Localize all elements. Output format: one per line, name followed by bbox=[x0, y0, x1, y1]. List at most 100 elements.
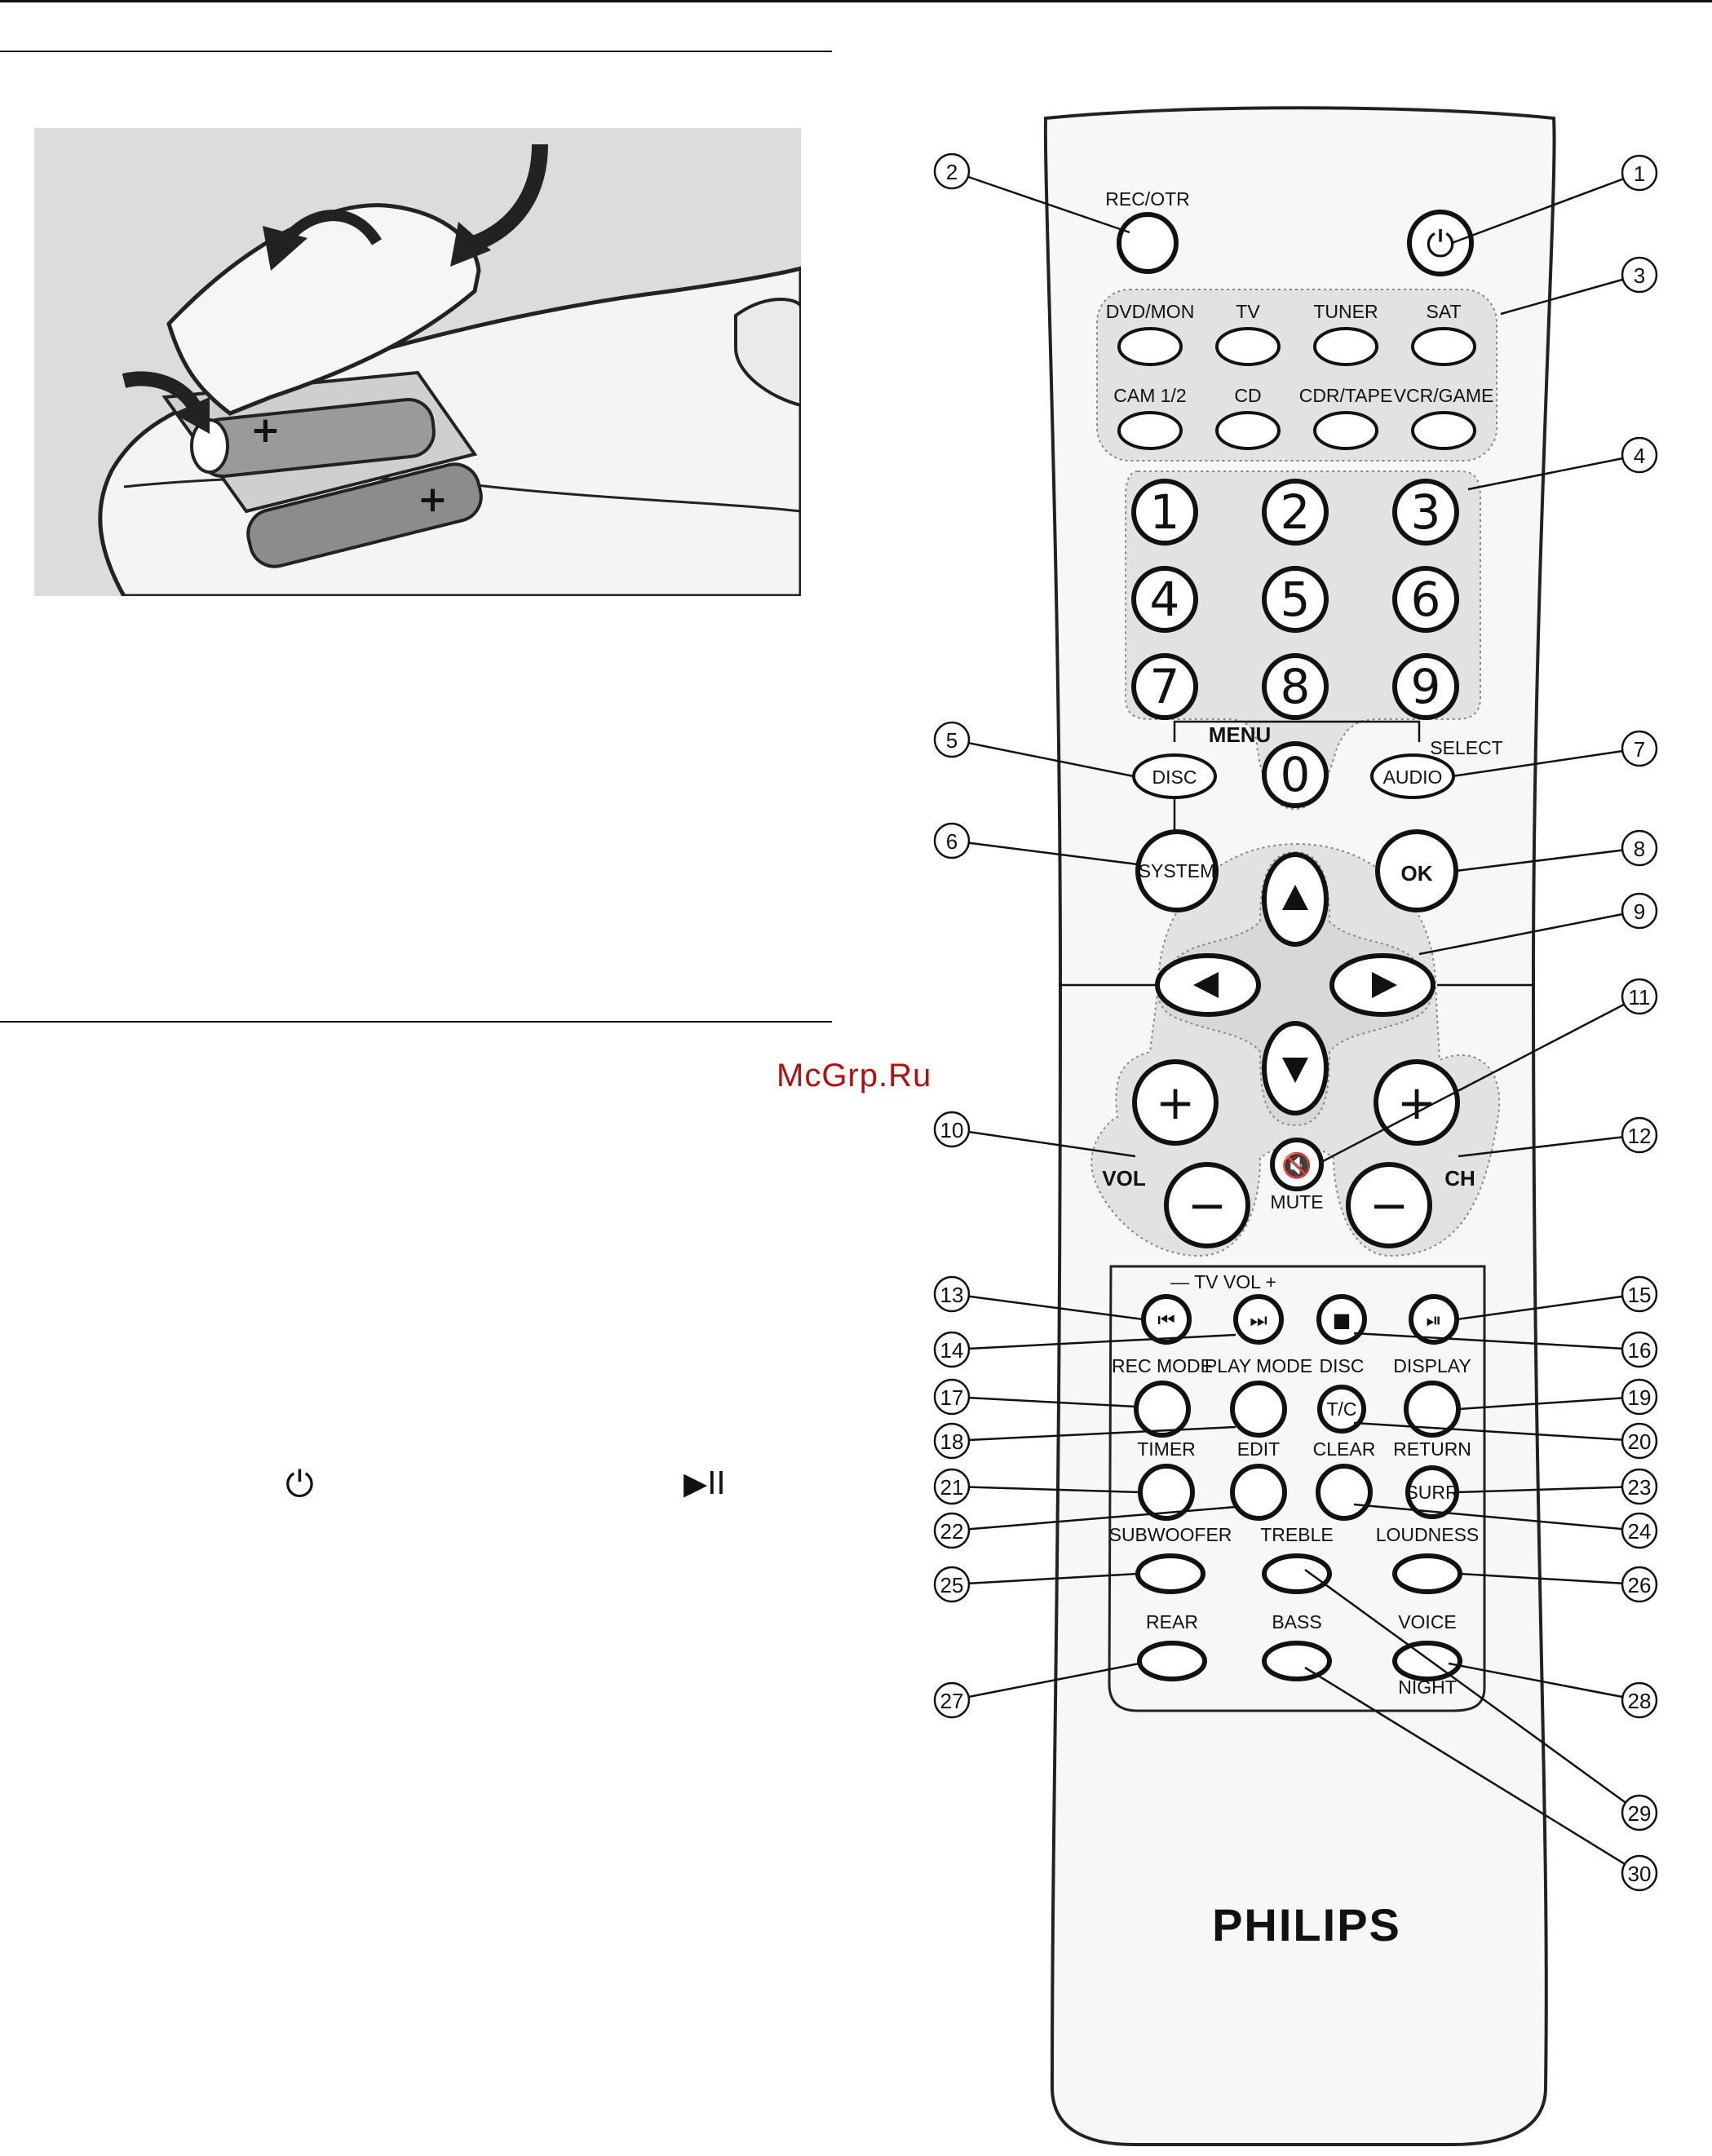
battery-illustration: + + bbox=[34, 128, 801, 596]
source-button-tuner[interactable] bbox=[1313, 327, 1378, 366]
subwoofer-button[interactable] bbox=[1135, 1553, 1205, 1594]
digit-label-9: 9 bbox=[1411, 659, 1441, 714]
play-mode-button[interactable] bbox=[1230, 1381, 1287, 1438]
clear-button[interactable] bbox=[1316, 1464, 1373, 1521]
callout-number-6: 6 bbox=[946, 829, 958, 854]
callout-circle-2 bbox=[933, 152, 971, 190]
svg-text:+: + bbox=[418, 479, 448, 520]
source-button-cam-1-2[interactable] bbox=[1117, 411, 1183, 450]
source-button-cd[interactable] bbox=[1215, 411, 1281, 450]
treble-button[interactable] bbox=[1262, 1553, 1332, 1594]
digit-button-7[interactable] bbox=[1131, 653, 1198, 720]
source-button-cdr-tape[interactable] bbox=[1313, 411, 1378, 450]
ch-down-button[interactable] bbox=[1346, 1162, 1432, 1248]
svg-text:+: + bbox=[250, 409, 281, 451]
callout-line-17 bbox=[951, 1395, 1137, 1408]
callout-number-27: 27 bbox=[940, 1689, 964, 1713]
callout-number-4: 4 bbox=[1634, 444, 1645, 468]
callout-number-7: 7 bbox=[1634, 737, 1645, 762]
callout-number-12: 12 bbox=[1628, 1124, 1652, 1148]
bass-label: BASS bbox=[1272, 1611, 1321, 1632]
callout-line-12 bbox=[1458, 1133, 1640, 1158]
digit-button-4[interactable] bbox=[1131, 566, 1198, 633]
callout-line-21 bbox=[951, 1485, 1143, 1494]
callout-line-5 bbox=[951, 738, 1135, 778]
digit-label-6: 6 bbox=[1411, 572, 1441, 627]
source-label-cdr-tape: CDR/TAPE bbox=[1299, 385, 1393, 406]
callout-line-26 bbox=[1459, 1572, 1640, 1586]
rear-button[interactable] bbox=[1137, 1641, 1207, 1681]
digit-button-6[interactable] bbox=[1392, 566, 1459, 633]
mute-button[interactable] bbox=[1270, 1138, 1324, 1191]
callout-number-3: 3 bbox=[1634, 263, 1645, 288]
tv-vol-label: — TV VOL + bbox=[1170, 1271, 1276, 1292]
tc-button[interactable] bbox=[1317, 1385, 1366, 1434]
callout-circle-9 bbox=[1621, 892, 1658, 930]
callout-number-8: 8 bbox=[1634, 837, 1645, 861]
rec-otr-button[interactable] bbox=[1117, 212, 1179, 274]
ch-up-icon: + bbox=[1397, 1075, 1437, 1130]
source-label-cam-1-2: CAM 1/2 bbox=[1113, 385, 1186, 406]
digit-button-1[interactable] bbox=[1131, 479, 1198, 546]
rec-mode-button[interactable] bbox=[1134, 1381, 1191, 1438]
callout-circle-29 bbox=[1621, 1794, 1658, 1831]
source-button-vcr-game[interactable] bbox=[1411, 411, 1476, 450]
right-arrow-icon bbox=[1372, 972, 1397, 998]
system-button[interactable] bbox=[1135, 829, 1219, 912]
digit-label-3: 3 bbox=[1411, 484, 1441, 540]
digit-button-0[interactable] bbox=[1262, 741, 1329, 808]
battery-bottom: + bbox=[246, 462, 483, 568]
digit-label-7: 7 bbox=[1150, 659, 1180, 714]
callout-circle-19 bbox=[1621, 1378, 1658, 1416]
callout-circle-8 bbox=[1621, 829, 1658, 867]
callout-circle-28 bbox=[1621, 1681, 1658, 1719]
battery-top: + bbox=[190, 398, 436, 478]
source-button-tv[interactable] bbox=[1215, 327, 1281, 366]
callout-number-15: 15 bbox=[1628, 1283, 1652, 1307]
loudness-button[interactable] bbox=[1392, 1553, 1462, 1594]
callout-line-7 bbox=[1451, 747, 1640, 778]
stop-button[interactable] bbox=[1316, 1294, 1367, 1345]
bass-button[interactable] bbox=[1262, 1641, 1332, 1681]
callout-line-1 bbox=[1451, 171, 1640, 245]
digit-label-5: 5 bbox=[1281, 572, 1311, 627]
next-button[interactable] bbox=[1233, 1294, 1284, 1345]
callout-number-11: 11 bbox=[1629, 985, 1651, 1010]
voice-button[interactable] bbox=[1392, 1641, 1462, 1681]
vol-down-button[interactable] bbox=[1164, 1162, 1250, 1248]
source-group-panel bbox=[1096, 289, 1497, 462]
edit-button[interactable] bbox=[1230, 1464, 1287, 1521]
surr-label: SURR bbox=[1405, 1482, 1458, 1503]
ch-label: CH bbox=[1444, 1166, 1475, 1191]
digit-button-9[interactable] bbox=[1392, 653, 1459, 720]
callout-circle-20 bbox=[1621, 1422, 1658, 1460]
callout-number-14: 14 bbox=[940, 1338, 964, 1363]
digit-button-5[interactable] bbox=[1262, 566, 1329, 633]
callout-number-5: 5 bbox=[946, 728, 958, 753]
callout-circle-25 bbox=[933, 1566, 971, 1603]
up-arrow-icon bbox=[1282, 885, 1308, 910]
digit-button-2[interactable] bbox=[1262, 479, 1329, 546]
digit-button-3[interactable] bbox=[1392, 479, 1459, 546]
clear-label: CLEAR bbox=[1313, 1438, 1376, 1460]
number-group-panel bbox=[1125, 471, 1481, 811]
source-label-vcr-game: VCR/GAME bbox=[1394, 385, 1494, 406]
ok-label: OK bbox=[1401, 861, 1433, 886]
standby-button[interactable] bbox=[1407, 210, 1474, 276]
treble-label: TREBLE bbox=[1260, 1524, 1333, 1545]
callout-line-28 bbox=[1448, 1662, 1640, 1702]
callout-number-2: 2 bbox=[946, 160, 958, 184]
mute-icon: 🔇 bbox=[1281, 1151, 1312, 1181]
timer-label: TIMER bbox=[1137, 1438, 1196, 1460]
callout-number-28: 28 bbox=[1628, 1689, 1652, 1713]
display-label: DISPLAY bbox=[1393, 1355, 1471, 1376]
ch-down-icon: − bbox=[1369, 1177, 1409, 1233]
source-button-sat[interactable] bbox=[1411, 327, 1476, 366]
callout-circle-30 bbox=[1621, 1854, 1658, 1892]
callout-line-16 bbox=[1353, 1332, 1640, 1351]
source-button-dvd-mon[interactable] bbox=[1117, 327, 1183, 366]
callout-number-24: 24 bbox=[1628, 1519, 1652, 1544]
vol-up-button[interactable] bbox=[1132, 1059, 1219, 1146]
digit-button-8[interactable] bbox=[1262, 653, 1329, 720]
callout-line-2 bbox=[951, 170, 1130, 234]
